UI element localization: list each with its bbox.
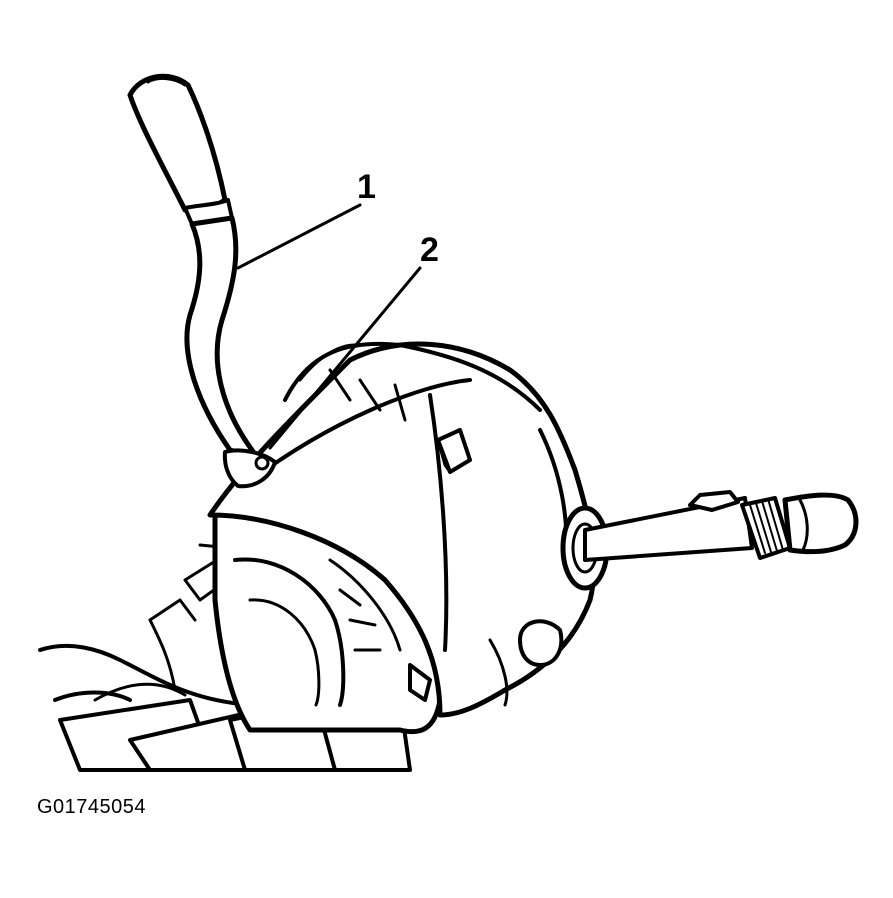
- switch-housing: [207, 341, 597, 718]
- figure-identifier: G01745054: [37, 796, 147, 818]
- callout-label-2: 2: [420, 231, 439, 269]
- column-opening: [212, 510, 444, 735]
- multifunction-switch-lever: [560, 490, 859, 591]
- shift-lever: [127, 73, 277, 489]
- callout-label-1: 1: [357, 168, 376, 206]
- callout-leaders: [236, 203, 422, 450]
- leader-line-2: [268, 266, 422, 450]
- leader-line-1: [236, 203, 362, 270]
